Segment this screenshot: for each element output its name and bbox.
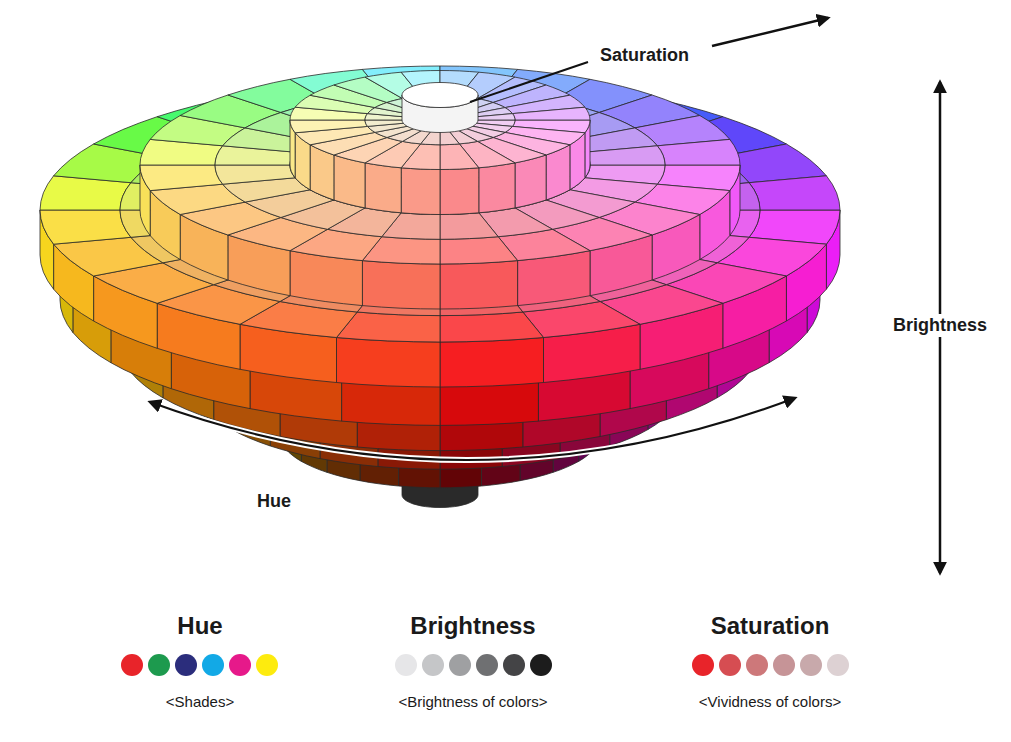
saturation-dots (692, 654, 849, 676)
tier-side (479, 163, 515, 213)
section-heading: Hue (177, 612, 222, 640)
tier-top (40, 210, 131, 244)
gray-dot (476, 654, 498, 676)
tier-top (512, 107, 590, 120)
color-dot (121, 654, 143, 676)
caption-note: <Vividness of colors> (699, 693, 841, 710)
tier-top (749, 176, 840, 210)
tier-side (440, 168, 479, 215)
axis-label: Brightness (889, 314, 991, 337)
tier-side (334, 155, 365, 208)
color-dot (202, 654, 224, 676)
section-heading: Saturation (711, 612, 830, 640)
gray-dot (530, 654, 552, 676)
red-dot (773, 654, 795, 676)
tier-side (515, 155, 546, 208)
hue-arrow-halo (150, 398, 795, 460)
gray-dot (395, 654, 417, 676)
color-dot (229, 654, 251, 676)
tier-top (440, 213, 498, 240)
color-solid (40, 66, 840, 508)
tier-side (337, 338, 441, 388)
tier-top (140, 165, 223, 191)
red-dot (800, 654, 822, 676)
brightness-dots (395, 654, 552, 676)
hue-arrow (150, 398, 795, 460)
color-dot (175, 654, 197, 676)
tier-top (585, 146, 665, 165)
tier-top (290, 120, 368, 133)
hue-dots (121, 654, 278, 676)
tier-side (401, 168, 440, 215)
tier-top (215, 165, 295, 184)
section-heading: Brightness (410, 612, 535, 640)
tier-top (440, 237, 518, 264)
white-cap-top (402, 83, 478, 108)
red-dot (827, 654, 849, 676)
gray-dot (422, 654, 444, 676)
tier-side (440, 261, 518, 309)
gray-dot (503, 654, 525, 676)
tier-side (362, 261, 440, 309)
gray-dot (449, 654, 471, 676)
caption-note: <Shades> (166, 693, 234, 710)
color-dot (256, 654, 278, 676)
red-dot (692, 654, 714, 676)
tier-top (657, 139, 740, 165)
color-dot (148, 654, 170, 676)
tier-top (440, 312, 544, 342)
tier-side (365, 163, 401, 213)
red-dot (746, 654, 768, 676)
tier-top (440, 144, 479, 170)
axis-label: Hue (253, 490, 295, 513)
axis-arrows (150, 18, 940, 573)
axis-label: Saturation (596, 44, 693, 67)
tier-side (440, 338, 544, 388)
caption-note: <Brightness of colors> (398, 693, 547, 710)
saturation-leader (470, 62, 588, 102)
saturation-arrow (712, 18, 828, 46)
red-dot (719, 654, 741, 676)
